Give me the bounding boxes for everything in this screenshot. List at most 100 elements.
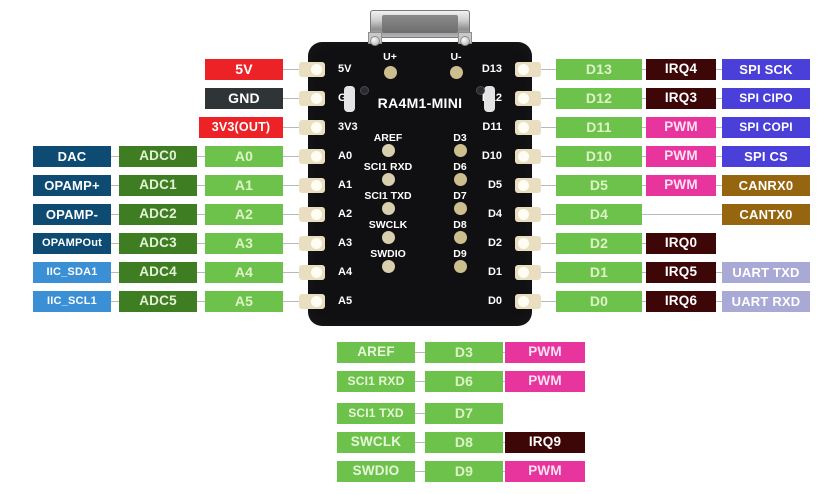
inner-hole-aref[interactable] — [381, 143, 395, 157]
lead-alt-bus-D12 — [716, 98, 722, 99]
bottom-func-chip-sci1-txd[interactable]: SCI1 TXD — [337, 402, 415, 424]
inner-hole-swdio[interactable] — [381, 259, 395, 273]
left-pin-chip-A5[interactable]: A5 — [205, 290, 283, 312]
pad-right-D4[interactable] — [515, 206, 541, 222]
pad-right-D2[interactable] — [515, 235, 541, 251]
alt-chip-D11[interactable]: PWM — [646, 116, 716, 138]
inner-label-aref: AREF — [373, 132, 403, 144]
lead-pin-alt-D5 — [642, 185, 646, 186]
adc-chip-ADC0[interactable]: ADC0 — [119, 145, 197, 167]
right-pin-chip-D10[interactable]: D10 — [556, 145, 642, 167]
pad-left-5V[interactable] — [299, 61, 325, 77]
left-pin-chip-3V3OUT[interactable]: 3V3(OUT) — [199, 116, 283, 138]
left-pin-chip-A2[interactable]: A2 — [205, 203, 283, 225]
right-pin-chip-D12[interactable]: D12 — [556, 87, 642, 109]
right-pin-chip-D1[interactable]: D1 — [556, 261, 642, 283]
inner-hole-d7[interactable] — [453, 201, 467, 215]
inner-hole-d6[interactable] — [453, 172, 467, 186]
bus-chip-D13[interactable]: SPI SCK — [722, 58, 810, 80]
pad-right-D13[interactable] — [515, 61, 541, 77]
pad-left-3V3[interactable] — [299, 119, 325, 135]
usb-pad-Uminus[interactable] — [449, 66, 463, 79]
adc-chip-ADC2[interactable]: ADC2 — [119, 203, 197, 225]
alt-chip-D0[interactable]: IRQ6 — [646, 290, 716, 312]
pad-right-D12[interactable] — [515, 90, 541, 106]
function-chip-IICSDA1[interactable]: IIC_SDA1 — [33, 261, 111, 283]
pad-right-D10[interactable] — [515, 148, 541, 164]
lead-func-adc-A3 — [111, 243, 119, 244]
left-pin-chip-GND[interactable]: GND — [205, 87, 283, 109]
bus-chip-D12[interactable]: SPI CIPO — [722, 87, 810, 109]
pad-right-D5[interactable] — [515, 177, 541, 193]
adc-chip-ADC1[interactable]: ADC1 — [119, 174, 197, 196]
bottom-pin-chip-D6[interactable]: D6 — [425, 370, 503, 392]
right-pin-chip-D13[interactable]: D13 — [556, 58, 642, 80]
left-pin-chip-5V[interactable]: 5V — [205, 58, 283, 80]
bottom-alt-chip-D6[interactable]: PWM — [505, 370, 585, 392]
bottom-func-chip-swdio[interactable]: SWDIO — [337, 460, 415, 482]
usb-c-connector[interactable] — [366, 6, 474, 46]
bottom-func-chip-sci1-rxd[interactable]: SCI1 RXD — [337, 370, 415, 392]
lead-bottom-alt-D3 — [503, 352, 505, 353]
pad-left-A1[interactable] — [299, 177, 325, 193]
adc-chip-ADC5[interactable]: ADC5 — [119, 290, 197, 312]
usb-pad-Uplus[interactable] — [383, 66, 397, 79]
pad-left-A3[interactable] — [299, 235, 325, 251]
function-chip-OPAMPOut[interactable]: OPAMPOut — [33, 232, 111, 254]
bottom-alt-chip-D9[interactable]: PWM — [505, 460, 585, 482]
right-pin-chip-D11[interactable]: D11 — [556, 116, 642, 138]
function-chip-IICSCL1[interactable]: IIC_SCL1 — [33, 290, 111, 312]
bottom-alt-chip-D8[interactable]: IRQ9 — [505, 431, 585, 453]
bottom-pin-chip-D3[interactable]: D3 — [425, 341, 503, 363]
alt-chip-D5[interactable]: PWM — [646, 174, 716, 196]
inner-hole-d3[interactable] — [453, 143, 467, 157]
right-pin-chip-D4[interactable]: D4 — [556, 203, 642, 225]
function-chip-OPAMP[interactable]: OPAMP- — [33, 203, 111, 225]
bottom-pin-chip-D7[interactable]: D7 — [425, 402, 503, 424]
alt-chip-D2[interactable]: IRQ0 — [646, 232, 716, 254]
right-pin-chip-D0[interactable]: D0 — [556, 290, 642, 312]
pad-right-D11[interactable] — [515, 119, 541, 135]
bottom-pin-chip-D8[interactable]: D8 — [425, 431, 503, 453]
left-pin-chip-A1[interactable]: A1 — [205, 174, 283, 196]
inner-hole-sci1-rxd[interactable] — [381, 172, 395, 186]
pad-right-D0[interactable] — [515, 293, 541, 309]
lead-right-D4 — [532, 214, 556, 215]
board-pin-label-D11: D11 — [482, 120, 502, 133]
pad-left-A2[interactable] — [299, 206, 325, 222]
bottom-func-chip-swclk[interactable]: SWCLK — [337, 431, 415, 453]
alt-chip-D1[interactable]: IRQ5 — [646, 261, 716, 283]
adc-chip-ADC3[interactable]: ADC3 — [119, 232, 197, 254]
pad-left-A4[interactable] — [299, 264, 325, 280]
bottom-alt-chip-D3[interactable]: PWM — [505, 341, 585, 363]
bus-chip-D11[interactable]: SPI COPI — [722, 116, 810, 138]
left-pin-chip-A4[interactable]: A4 — [205, 261, 283, 283]
bottom-func-chip-aref[interactable]: AREF — [337, 341, 415, 363]
bus-chip-D1[interactable]: UART TXD — [722, 261, 810, 283]
bottom-pin-chip-D9[interactable]: D9 — [425, 460, 503, 482]
alt-chip-D13[interactable]: IRQ4 — [646, 58, 716, 80]
bus-chip-D0[interactable]: UART RXD — [722, 290, 810, 312]
pad-left-A5[interactable] — [299, 293, 325, 309]
left-pin-chip-A0[interactable]: A0 — [205, 145, 283, 167]
function-chip-DAC[interactable]: DAC — [33, 145, 111, 167]
adc-chip-ADC4[interactable]: ADC4 — [119, 261, 197, 283]
pad-right-D1[interactable] — [515, 264, 541, 280]
function-chip-OPAMP[interactable]: OPAMP+ — [33, 174, 111, 196]
inner-hole-d9[interactable] — [453, 259, 467, 273]
right-pin-chip-D5[interactable]: D5 — [556, 174, 642, 196]
bus-chip-D5[interactable]: CANRX0 — [722, 174, 810, 196]
right-pin-chip-D2[interactable]: D2 — [556, 232, 642, 254]
lead-alt-bus-D11 — [716, 127, 722, 128]
bus-chip-D10[interactable]: SPI CS — [722, 145, 810, 167]
left-pin-chip-A3[interactable]: A3 — [205, 232, 283, 254]
inner-label-d9: D9 — [453, 248, 467, 260]
pad-left-G[interactable] — [299, 90, 325, 106]
inner-hole-swclk[interactable] — [381, 230, 395, 244]
inner-hole-d8[interactable] — [453, 230, 467, 244]
alt-chip-D12[interactable]: IRQ3 — [646, 87, 716, 109]
pad-left-A0[interactable] — [299, 148, 325, 164]
alt-chip-D10[interactable]: PWM — [646, 145, 716, 167]
bus-chip-D4[interactable]: CANTX0 — [722, 203, 810, 225]
inner-hole-sci1-txd[interactable] — [381, 201, 395, 215]
